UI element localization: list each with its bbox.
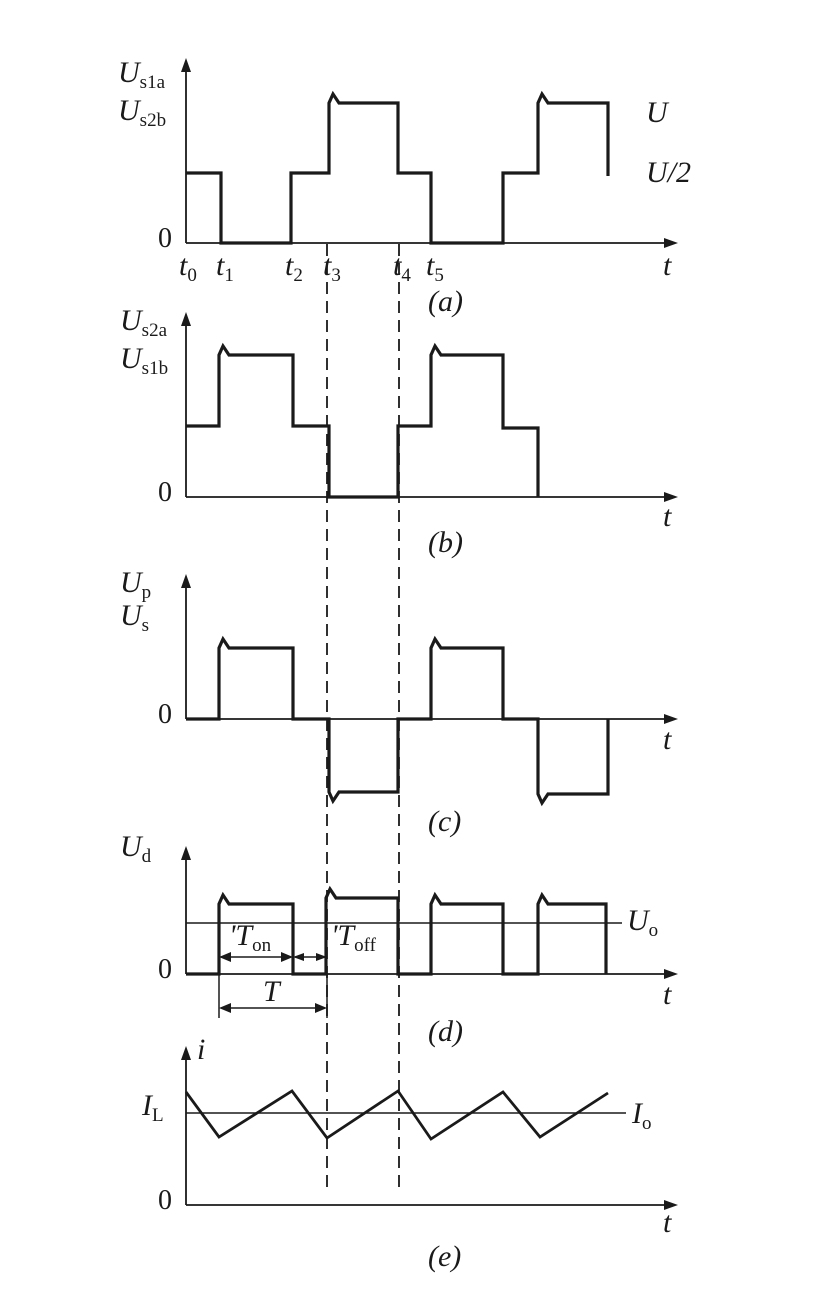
panel-b-zero: 0 bbox=[158, 477, 172, 508]
panel-c-xlabel: t bbox=[663, 723, 672, 756]
tick-t2: t2 bbox=[285, 249, 303, 286]
panel-a-xlabel: t bbox=[663, 249, 672, 282]
panel-e: i IL 0 t Io (e) bbox=[141, 1033, 678, 1273]
panel-c-caption: (c) bbox=[428, 805, 461, 838]
ton-arrow-head-left bbox=[219, 952, 231, 962]
panel-c-zero: 0 bbox=[158, 699, 172, 730]
panel-d-caption: (d) bbox=[428, 1015, 463, 1048]
panel-e-caption: (e) bbox=[428, 1240, 461, 1273]
panel-a-y-arrow bbox=[181, 58, 191, 72]
panel-d-zero: 0 bbox=[158, 954, 172, 985]
panel-a-zero: 0 bbox=[158, 223, 172, 254]
panel-a-ylabel-1: Us1a bbox=[118, 56, 166, 93]
panel-a-caption: (a) bbox=[428, 285, 463, 318]
panel-b: Us2a Us1b 0 t (b) bbox=[120, 304, 678, 559]
panel-b-xlabel: t bbox=[663, 500, 672, 533]
period-label: T bbox=[263, 975, 282, 1008]
panel-b-y-arrow bbox=[181, 312, 191, 326]
toff-arrow-head-right bbox=[316, 953, 327, 961]
panel-a-ylabel-2: Us2b bbox=[118, 94, 166, 131]
panel-e-zero: 0 bbox=[158, 1185, 172, 1216]
panel-d-xlabel: t bbox=[663, 978, 672, 1011]
toff-label: 'Toff bbox=[331, 919, 377, 956]
tick-t4: t4 bbox=[393, 249, 411, 286]
panel-d-ylabel-1: Ud bbox=[120, 830, 152, 867]
panel-a-level-u: U bbox=[646, 96, 670, 129]
panel-e-il-label: IL bbox=[141, 1089, 164, 1126]
panel-c-waveform bbox=[186, 635, 610, 807]
tick-t0: t0 bbox=[179, 249, 197, 286]
panel-d-y-arrow bbox=[181, 846, 191, 860]
panel-e-xlabel: t bbox=[663, 1206, 672, 1239]
panel-d-x-arrow bbox=[664, 969, 678, 979]
panel-c-x-arrow bbox=[664, 714, 678, 724]
tick-t3: t3 bbox=[323, 249, 341, 286]
period-arrow-head-right bbox=[315, 1003, 327, 1013]
panel-b-ylabel-1: Us2a bbox=[120, 304, 168, 341]
panel-d-waveform bbox=[186, 885, 608, 976]
panel-b-x-arrow bbox=[664, 492, 678, 502]
panel-b-caption: (b) bbox=[428, 526, 463, 559]
period-arrow-head-left bbox=[219, 1003, 231, 1013]
panel-a-waveform bbox=[186, 90, 610, 245]
tick-t5: t5 bbox=[426, 249, 444, 286]
panel-c-y-arrow bbox=[181, 574, 191, 588]
ton-label: 'Ton bbox=[229, 919, 272, 956]
panel-a: Us1a Us2b 0 t U U/2 t0 t1 t2 t3 t4 t5 (a… bbox=[118, 56, 691, 318]
panel-e-y-arrow bbox=[181, 1046, 191, 1060]
toff-arrow-head-left bbox=[293, 953, 304, 961]
panel-b-ylabel-2: Us1b bbox=[120, 342, 168, 379]
tick-t1: t1 bbox=[216, 249, 234, 286]
panel-d: Ud 0 t Uo 'Ton 'Toff T (d) bbox=[120, 830, 678, 1048]
panel-a-level-u-half: U/2 bbox=[646, 156, 691, 189]
panel-e-avg-label: Io bbox=[631, 1097, 652, 1134]
panel-b-waveform bbox=[186, 342, 540, 499]
panel-c-ylabel-1: Up bbox=[120, 566, 151, 603]
ton-arrow-head-right bbox=[281, 952, 293, 962]
panel-e-current-waveform bbox=[184, 1089, 609, 1141]
panel-d-avg-label: Uo bbox=[627, 904, 658, 941]
panel-e-x-arrow bbox=[664, 1200, 678, 1210]
panel-c: Up Us 0 t (c) bbox=[120, 566, 678, 838]
panel-a-x-arrow bbox=[664, 238, 678, 248]
panel-e-ylabel-1: i bbox=[197, 1033, 205, 1066]
panel-c-ylabel-2: Us bbox=[120, 599, 149, 636]
